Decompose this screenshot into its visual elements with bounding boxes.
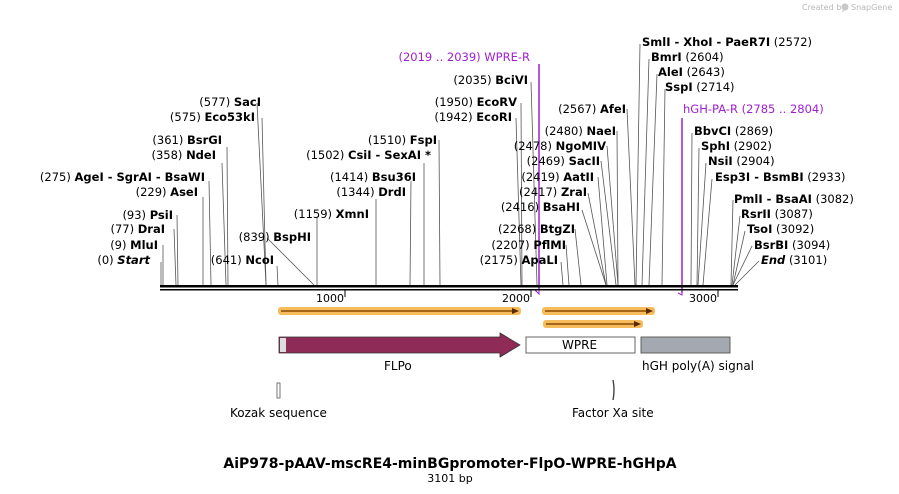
feature-wpre[interactable]: WPRE <box>525 336 636 354</box>
site-label[interactable]: (1950) EcoRV <box>435 95 517 109</box>
primer-label-wpre-r[interactable]: (2019 .. 2039) WPRE-R <box>399 50 531 64</box>
site-label[interactable]: (2207) PflMI <box>491 238 566 252</box>
site-label[interactable]: Esp3I - BsmBI (2933) <box>715 170 846 184</box>
site-label[interactable]: (0) Start <box>97 253 150 267</box>
site-label[interactable]: (361) BsrGI <box>152 133 222 147</box>
map-title: AiP978-pAAV-mscRE4-minBGpromoter-FlpO-WP… <box>223 456 676 472</box>
site-labels-left: (0) Start (9) MluI (77) DraI (93) PsiI (… <box>40 73 626 267</box>
feature-label-flpo: FLPo <box>384 359 412 373</box>
site-label[interactable]: (2469) SacII <box>527 154 600 168</box>
primer-label-hgh-pa-r[interactable]: hGH-PA-R (2785 .. 2804) <box>683 102 824 116</box>
feature-label-kozak: Kozak sequence <box>230 406 327 420</box>
orf-arrow-2[interactable] <box>543 320 643 328</box>
site-label[interactable]: (2416) BsaHI <box>501 200 580 214</box>
site-label[interactable]: End (3101) <box>761 253 827 267</box>
site-label[interactable]: SspI (2714) <box>665 80 735 94</box>
orf-arrows <box>278 307 655 328</box>
site-label[interactable]: (1942) EcoRI <box>434 110 512 124</box>
primer-hgh-pa-r[interactable] <box>677 118 683 296</box>
site-label[interactable]: TsoI (3092) <box>747 222 814 236</box>
credit-brand: SnapGene <box>851 3 892 12</box>
site-label[interactable]: RsrII (3087) <box>741 207 813 221</box>
site-label[interactable]: NsiI (2904) <box>708 154 775 168</box>
site-label[interactable]: (2268) BtgZI <box>498 222 575 236</box>
map-subtitle: 3101 bp <box>427 472 472 485</box>
site-label[interactable]: (275) AgeI - SgrAI - BsaWI <box>40 170 205 184</box>
tick-label-2000: 2000 <box>502 292 530 305</box>
feature-label-factor-xa: Factor Xa site <box>572 406 654 420</box>
site-label[interactable]: BbvCI (2869) <box>694 124 773 138</box>
tick-label-3000: 3000 <box>689 292 717 305</box>
site-label[interactable]: (2567) AfeI <box>558 102 626 116</box>
feature-hgh-polya[interactable]: hGH poly(A) signal <box>640 336 754 373</box>
feature-factor-xa[interactable]: Factor Xa site <box>572 379 654 420</box>
site-label[interactable]: (2419) AatII <box>521 170 594 184</box>
site-label[interactable]: SphI (2902) <box>701 139 772 153</box>
backbone: 1000 2000 3000 <box>160 285 738 305</box>
site-label[interactable]: (358) NdeI <box>151 148 216 162</box>
site-label[interactable]: (1414) Bsu36I <box>330 170 416 184</box>
site-labels-right: SmlI - XhoI - PaeR7I (2572) BmrI (2604) … <box>642 35 854 267</box>
site-label[interactable]: (2478) NgoMIV <box>514 139 606 153</box>
site-label[interactable]: (2035) BciVI <box>453 73 528 87</box>
site-label[interactable]: AleI (2643) <box>658 65 725 79</box>
feature-kozak[interactable]: Kozak sequence <box>230 382 327 420</box>
site-label[interactable]: (1502) CsiI - SexAI * <box>306 148 431 162</box>
site-label[interactable]: SmlI - XhoI - PaeR7I (2572) <box>642 35 812 49</box>
orf-arrow-1[interactable] <box>542 307 655 315</box>
snapgene-credit: Created by SnapGene <box>802 3 892 12</box>
site-label[interactable]: PmlI - BsaAI (3082) <box>734 192 854 206</box>
site-label[interactable]: (1344) DrdI <box>336 185 406 199</box>
site-label[interactable]: (93) PsiI <box>122 208 173 222</box>
site-label[interactable]: BsrBI (3094) <box>754 238 830 252</box>
site-label[interactable]: (77) DraI <box>110 222 165 236</box>
feature-label-hgh: hGH poly(A) signal <box>642 359 754 373</box>
site-label[interactable]: (2175) ApaLI <box>480 253 558 267</box>
credit-prefix: Created by <box>802 3 846 12</box>
feature-label-wpre: WPRE <box>562 338 597 352</box>
orf-arrow-flpo[interactable] <box>278 307 521 315</box>
tick-label-1000: 1000 <box>316 292 344 305</box>
site-label[interactable]: (1510) FspI <box>368 133 437 147</box>
kozak-marker <box>280 338 286 352</box>
site-label[interactable]: (2417) ZraI <box>519 185 587 199</box>
site-label[interactable]: (9) MluI <box>110 238 158 252</box>
site-label[interactable]: (1159) XmnI <box>294 207 369 221</box>
snapgene-logo-icon <box>841 3 849 11</box>
site-label[interactable]: (839) BspHI <box>239 230 311 244</box>
site-label[interactable]: (575) Eco53kI <box>170 110 255 124</box>
site-label[interactable]: (2480) NaeI <box>545 124 616 138</box>
site-label[interactable]: BmrI (2604) <box>651 50 724 64</box>
site-label[interactable]: (577) SacI <box>199 95 261 109</box>
primer-wpre-r[interactable] <box>534 64 540 296</box>
site-label[interactable]: (641) NcoI <box>211 253 274 267</box>
leader-lines <box>160 43 760 286</box>
feature-flpo[interactable]: FLPo <box>278 332 521 373</box>
site-label[interactable]: (229) AseI <box>136 185 198 199</box>
